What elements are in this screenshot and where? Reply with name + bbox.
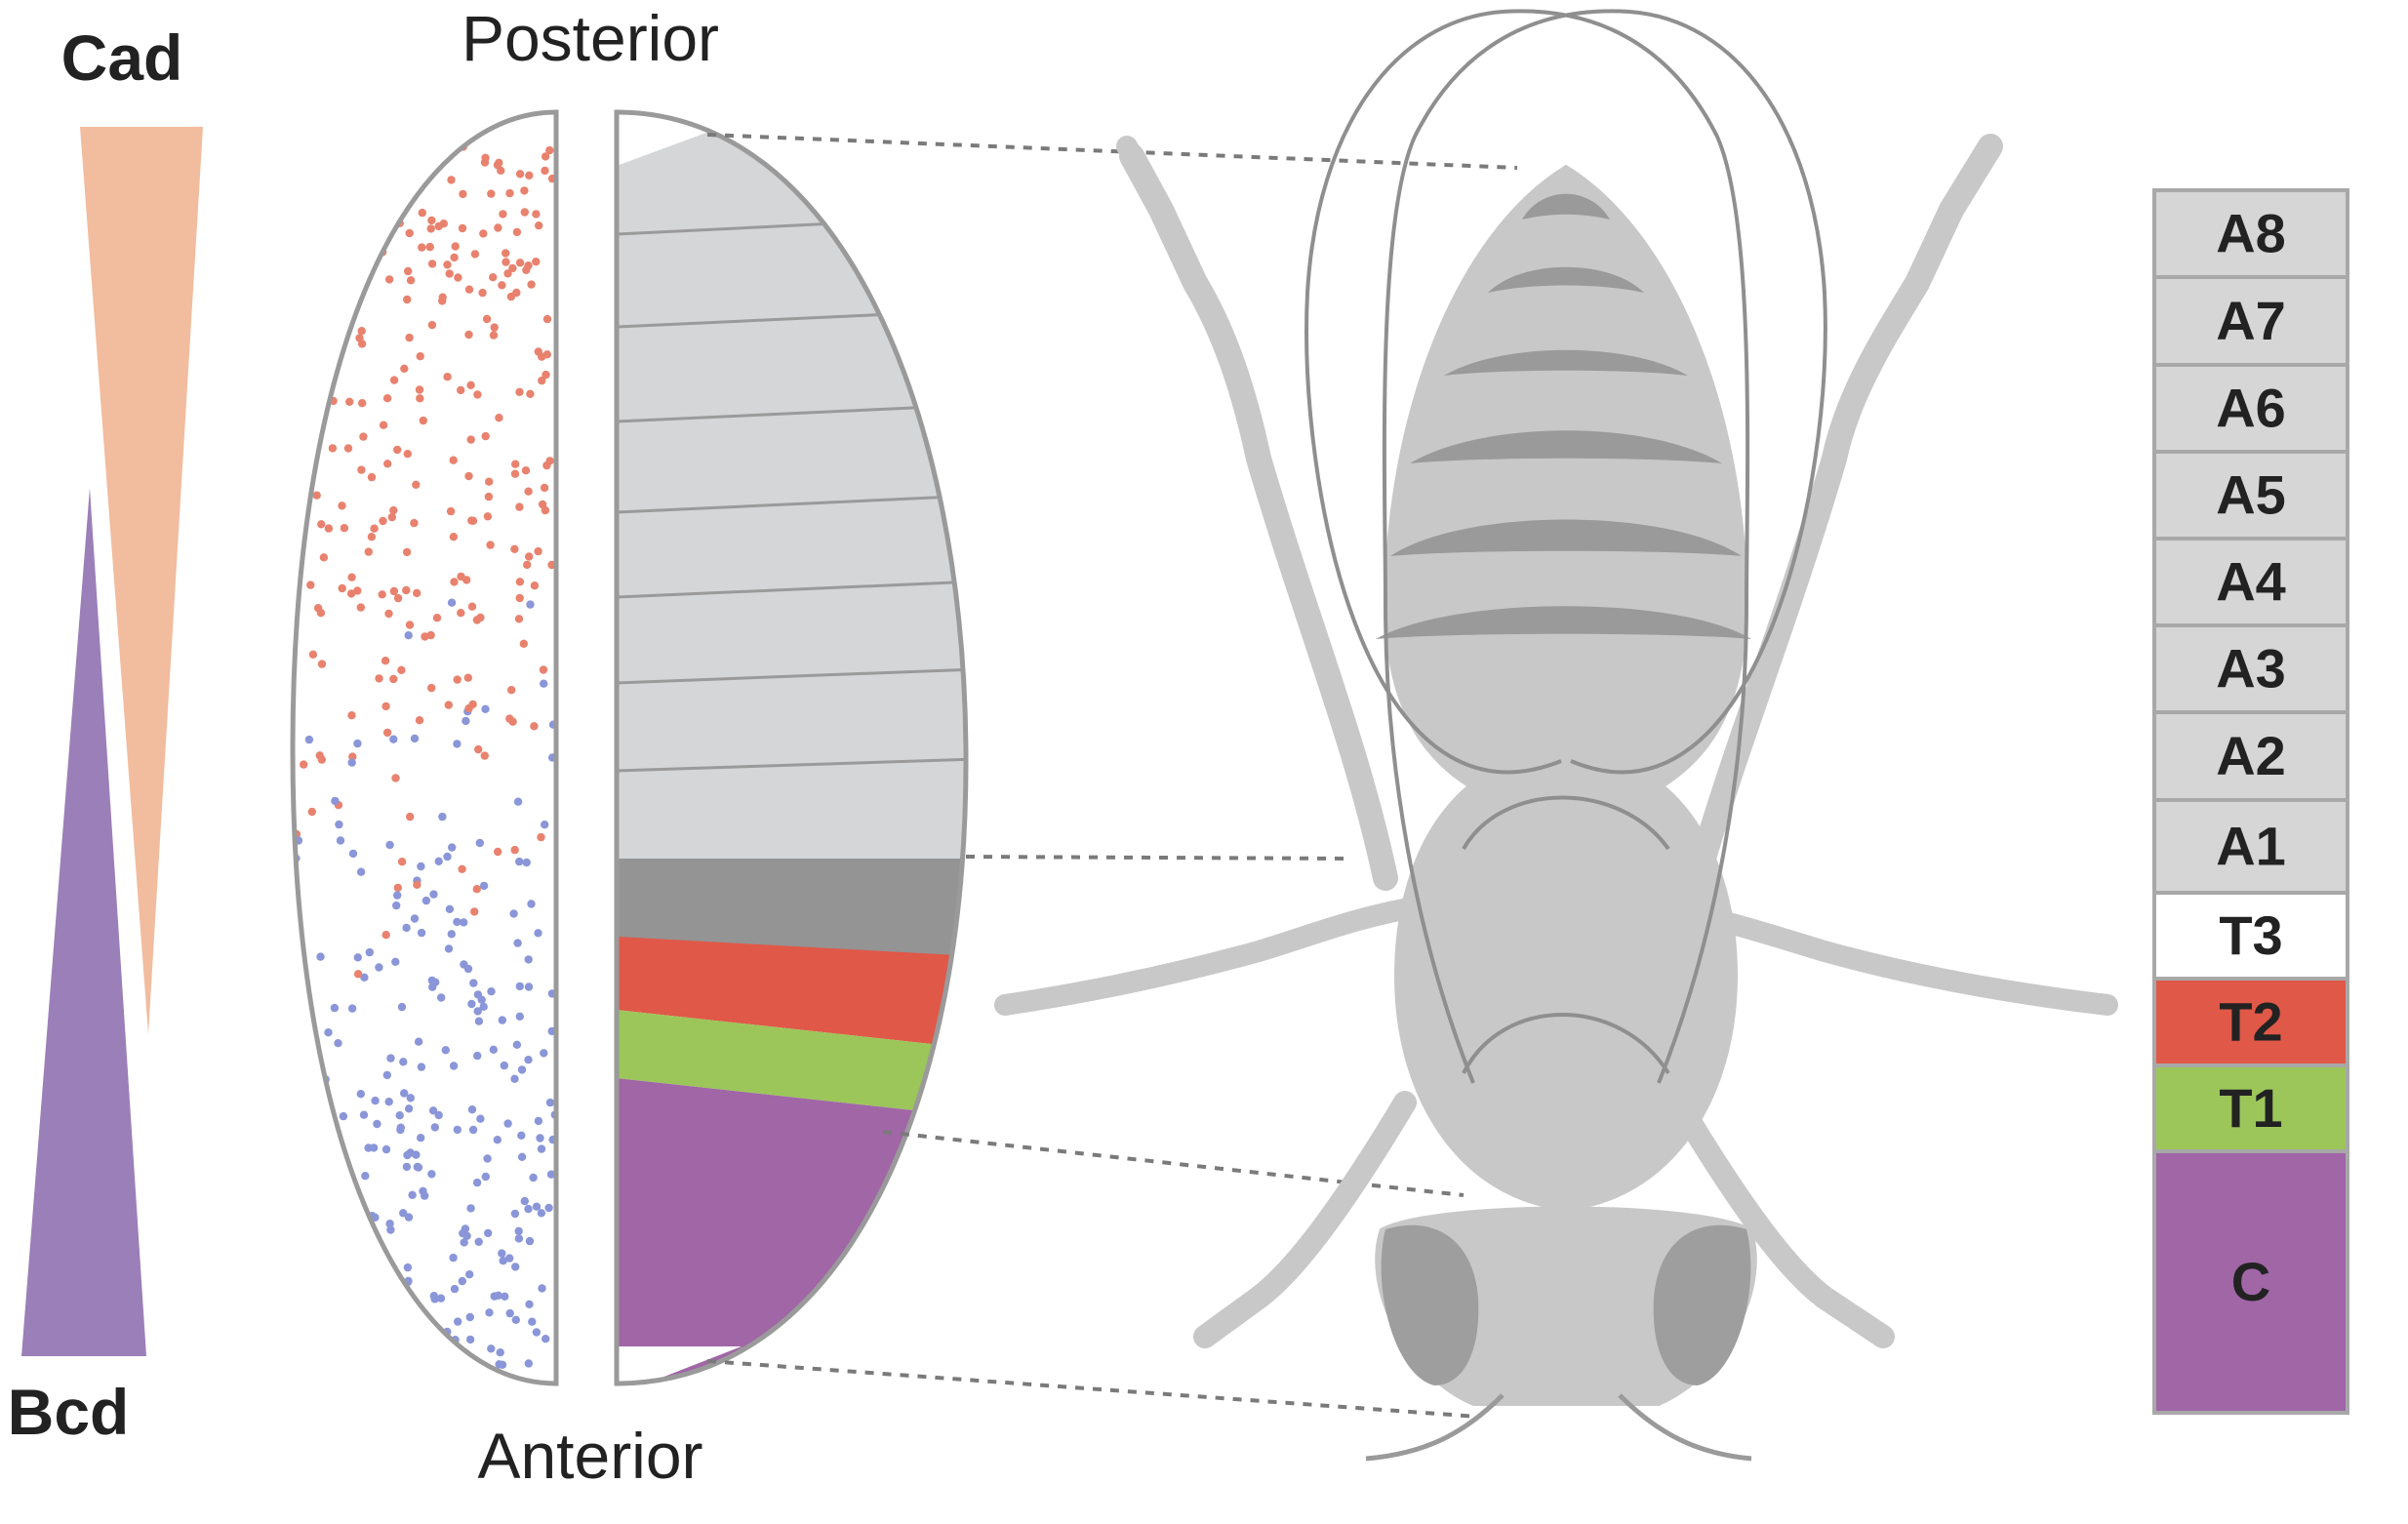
segment-label: A7 [2216,290,2286,351]
segment-cell-a5: A5 [2152,450,2349,541]
cad-label: Cad [61,21,183,94]
posterior-label: Posterior [462,2,719,74]
segment-cell-a3: A3 [2152,623,2349,714]
segment-label: T2 [2219,990,2282,1052]
correspondence-lines [706,133,1518,1419]
segment-cell-a8: A8 [2152,188,2349,279]
embryo-fate-map-half [614,109,969,1386]
adult-fly [994,9,2118,1462]
anterior-label: Anterior [477,1420,702,1492]
bcd-label: Bcd [8,1376,130,1448]
segment-cell-a1: A1 [2152,798,2349,895]
t2-band [617,937,966,1049]
bcd-gradient-triangle [21,488,146,1356]
anterior-tip [617,1346,742,1384]
segment-cell-a6: A6 [2152,363,2349,454]
segment-label: A5 [2216,463,2286,525]
segment-label: A2 [2216,725,2286,786]
segment-label: A6 [2216,377,2286,438]
cad-gradient-triangle [80,127,203,1034]
segment-label: A8 [2216,202,2286,263]
t1-band [617,1010,966,1117]
segment-cell-t3: T3 [2152,891,2349,981]
segment-label: A3 [2216,637,2286,699]
embryo-protein-half [290,109,559,1386]
segment-label: A1 [2216,815,2286,876]
segment-label: A4 [2216,550,2286,612]
segment-cell-t1: T1 [2152,1063,2349,1153]
segment-label: C [2231,1251,2270,1312]
segment-cell-c: C [2152,1149,2349,1415]
segment-cell-a2: A2 [2152,710,2349,802]
segment-cell-a7: A7 [2152,275,2349,367]
segment-label: T1 [2219,1077,2282,1139]
segment-label: T3 [2219,904,2282,966]
segment-cell-t2: T2 [2152,977,2349,1067]
abdomen-region [617,127,966,859]
segment-cell-a4: A4 [2152,537,2349,627]
